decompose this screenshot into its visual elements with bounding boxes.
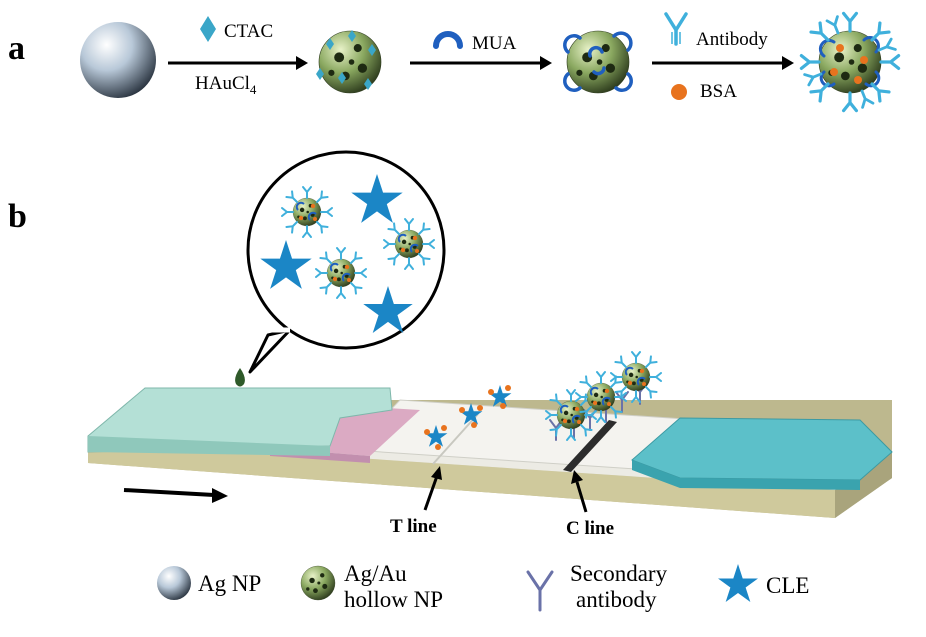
antibody-label: Antibody xyxy=(696,29,768,50)
legend-hollow-np-icon xyxy=(301,566,335,600)
ctac-diamond-icon xyxy=(200,16,216,42)
mua-label: MUA xyxy=(472,33,517,54)
legend-ag-np-icon xyxy=(157,566,191,600)
t-line-pointer xyxy=(423,475,439,511)
panel-b-strip xyxy=(87,150,893,518)
t-line-label: T line xyxy=(390,516,437,537)
panel-b-letter: b xyxy=(8,198,27,235)
absorbent-pad xyxy=(631,417,893,481)
legend-hollow-np-label-2: hollow NP xyxy=(344,587,444,612)
c-line-label: C line xyxy=(566,518,615,539)
panel-a-scheme xyxy=(80,11,901,113)
legend-ag-np-label: Ag NP xyxy=(198,571,262,596)
legend-secondary-label-2: antibody xyxy=(576,587,657,612)
legend-hollow-np-label-1: Ag/Au xyxy=(344,561,407,586)
ctac-label: CTAC xyxy=(224,21,274,42)
panel-a-letter: a xyxy=(8,30,25,67)
bsa-label: BSA xyxy=(700,81,737,102)
hollow-np-conjugated xyxy=(799,11,901,113)
legend-secondary-label-1: Secondary xyxy=(570,561,668,586)
hollow-np-mua xyxy=(565,31,631,93)
bsa-dot-icon xyxy=(671,84,687,100)
mua-arc-icon xyxy=(433,31,463,49)
legend-icons xyxy=(157,564,758,612)
antibody-icon xyxy=(664,12,688,46)
c-line-pointer xyxy=(575,481,588,513)
t-line-cle-stars xyxy=(424,385,512,450)
c-line-mark xyxy=(563,420,617,472)
t-line-mark xyxy=(432,413,479,465)
legend-cle-label: CLE xyxy=(766,573,810,598)
flow-direction-arrow xyxy=(123,488,215,497)
haucl4-label: HAuCl4 xyxy=(195,73,257,97)
hollow-np-ctac xyxy=(316,30,381,93)
legend-cle-star-icon xyxy=(718,564,758,602)
c-line-captured-nps xyxy=(546,352,661,441)
legend-secondary-antibody-icon xyxy=(526,570,554,612)
ag-np-sphere xyxy=(80,22,156,98)
